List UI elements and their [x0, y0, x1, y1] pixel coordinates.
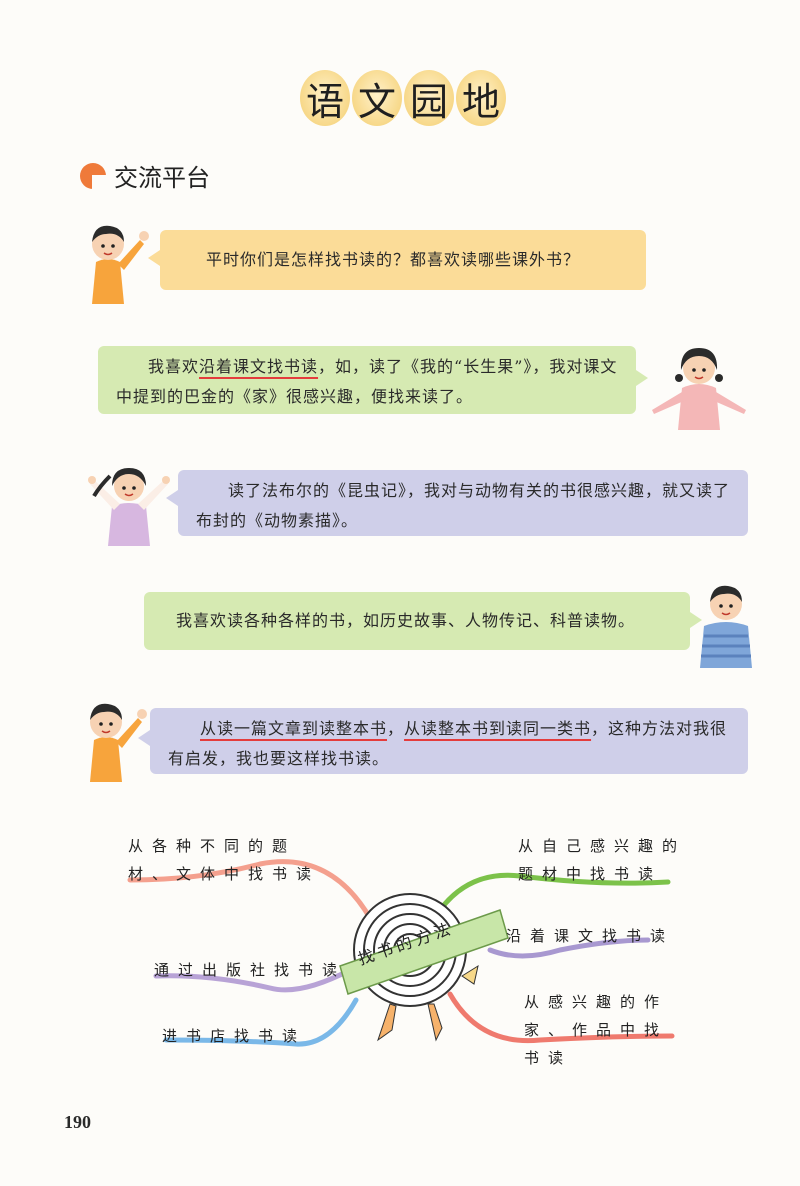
bubble-text: 我喜欢读各种各样的书，如历史故事、人物传记、科普读物。: [176, 611, 636, 630]
title-char: 地: [456, 70, 506, 126]
mindmap-branch-line: [153, 967, 353, 993]
mindmap-branch-label: 从各种不同的题材、文体中找书读: [128, 837, 321, 883]
bubble-text: 读了法布尔的《昆虫记》，我对与动物有关的书很感兴趣，就又读了布封的《动物素描》。: [196, 481, 731, 530]
section-marker-icon: [80, 162, 106, 189]
page-number: 190: [64, 1112, 91, 1132]
speech-bubble-follow-text: 我喜欢沿着课文找书读，如，读了《我的“长生果”》，我对课文中提到的巴金的《家》很…: [98, 346, 648, 414]
speech-bubble-same-topic: 读了法布尔的《昆虫记》，我对与动物有关的书很感兴趣，就又读了布封的《动物素描》。: [166, 470, 748, 536]
speech-bubble-inspiration: 从读一篇文章到读整本书，从读整本书到读同一类书，这种方法对我很有启发，我也要这样…: [138, 708, 748, 774]
section-title: 交流平台: [114, 164, 210, 192]
boy-orange-illustration: [92, 225, 149, 304]
ribbon-arrow-icon: [461, 964, 479, 985]
title-char: 语: [300, 70, 350, 126]
mindmap-branch-line: [447, 991, 675, 1044]
mindmap-branch-line: [437, 872, 671, 913]
ribbon-banner-shape: [339, 909, 509, 995]
mindmap-branch-line: [127, 859, 373, 921]
mindmap-branch-line: [487, 937, 651, 959]
speech-bubble-various-books: 我喜欢读各种各样的书，如历史故事、人物传记、科普读物。: [144, 592, 702, 650]
mindmap-branch-line: [163, 997, 359, 1047]
speech-bubble-question: 平时你们是怎样找书读的？都喜欢读哪些课外书？: [148, 230, 646, 290]
bubble-text: 平时你们是怎样找书读的？都喜欢读哪些课外书？: [206, 250, 581, 269]
mindmap-branch-label: 从自己感兴趣的题材中找书读: [518, 837, 687, 883]
boy-orange-illustration-2: [90, 703, 147, 782]
bubble-text: ，这种方法对我很有启发，我也要这样找书读。: [168, 719, 728, 768]
title-char: 文: [352, 70, 402, 126]
underlined-method: 从读整本书到读同一类书: [404, 719, 592, 738]
mindmap-branch-label: 从感兴趣的作家、作品中找书读: [524, 993, 669, 1067]
girl-purple-illustration: [88, 468, 170, 546]
page-title: 语 文 园 地: [300, 70, 506, 126]
underlined-method: 从读一篇文章到读整本书: [200, 719, 388, 738]
mindmap-branch-label: 进书店找书读: [162, 1027, 307, 1045]
section-header: 交流平台: [80, 158, 210, 193]
bubble-text: ，: [387, 719, 405, 738]
bubble-text: 我喜欢: [148, 357, 200, 376]
mindmap-branch-label: 沿着课文找书读: [506, 927, 675, 945]
mindmap-diagram: [127, 859, 675, 1047]
underlined-method: 沿着课文找书读: [199, 357, 319, 376]
mindmap-branch-label: 通过出版社找书读: [154, 961, 347, 979]
bubble-text: ，如，读了《我的“长生果”》，我对课文中提到的巴金的《家》很感兴趣，便找来读了。: [116, 357, 618, 406]
title-char: 园: [404, 70, 454, 126]
girl-pink-illustration: [652, 348, 746, 430]
boy-blue-illustration: [700, 585, 752, 668]
